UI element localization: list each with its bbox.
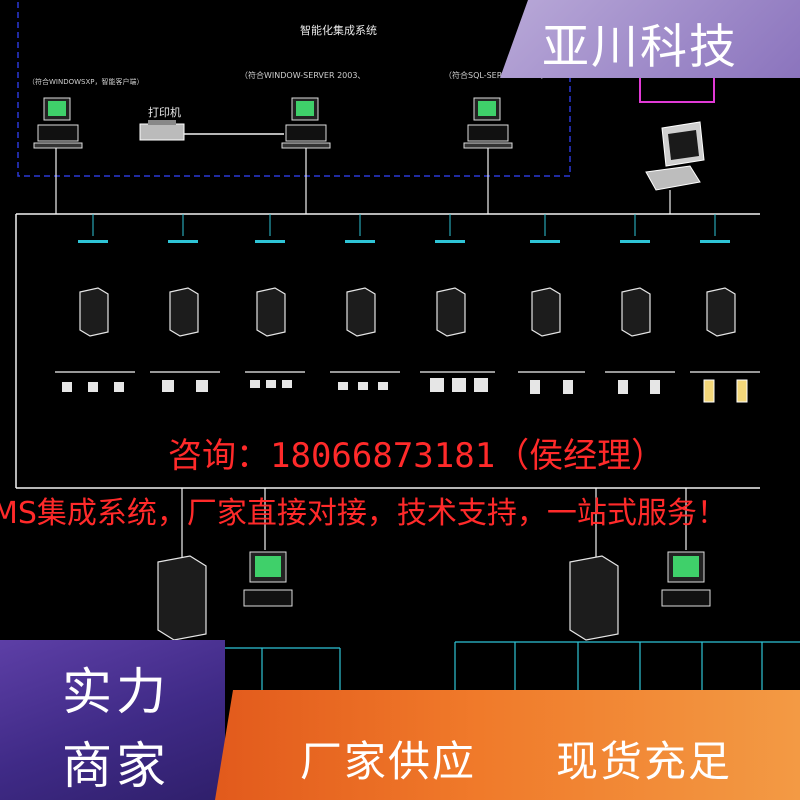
contact-text: 咨询：18066873181（侯经理）	[168, 436, 666, 476]
subsystem-nodes	[55, 214, 760, 403]
brand-banner: 亚川科技	[500, 0, 800, 78]
workstation-right	[463, 97, 513, 149]
os-label-3: （符合WINDOWSXP，智能客户端）	[28, 77, 144, 86]
lower-section	[157, 488, 800, 700]
workstation-3d	[645, 121, 705, 191]
dashed-enclosure	[17, 0, 571, 177]
os-label-1: （符合WINDOW-SERVER 2003、	[240, 70, 365, 80]
brand-name: 亚川科技	[542, 20, 738, 75]
badge-left-line1: 实力	[62, 663, 170, 721]
badge-right-text-1: 厂家供应	[300, 737, 477, 786]
workstation-left	[33, 97, 83, 149]
badge-right-text-2: 现货充足	[556, 737, 733, 786]
workstation-center	[281, 97, 331, 149]
os-label-2: （符合SQL-SERVER 2005）	[444, 70, 549, 80]
badge-left	[0, 640, 225, 800]
badge-left-line2: 商家	[62, 737, 170, 795]
badge-right	[215, 690, 800, 800]
printer-icon	[139, 120, 284, 141]
top-drops	[55, 148, 671, 214]
printer-label: 打印机	[148, 105, 181, 119]
slogan-text: MS集成系统，厂家直接对接，技术支持，一站式服务！	[0, 496, 727, 531]
diagram-title: 智能化集成系统	[300, 23, 377, 37]
